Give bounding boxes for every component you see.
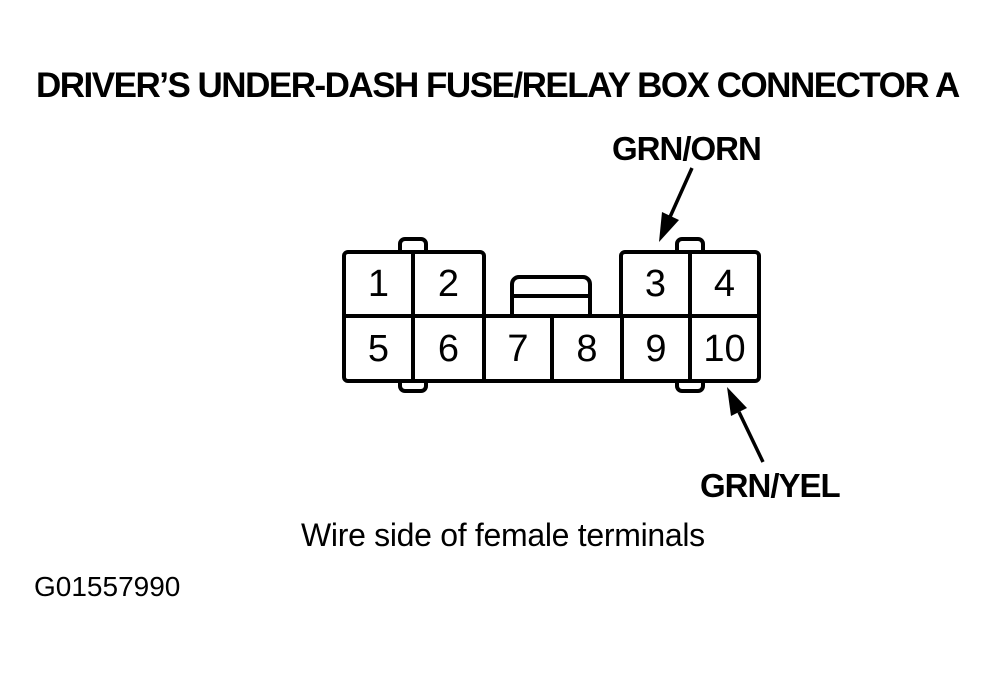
terminal-cell-4: 4 — [688, 250, 761, 318]
terminal-cell-8: 8 — [550, 314, 624, 383]
terminal-cell-6: 6 — [411, 314, 486, 383]
terminal-cell-1: 1 — [342, 250, 415, 318]
terminal-cell-10: 10 — [688, 314, 761, 383]
wire-label-grn-orn: GRN/ORN — [612, 130, 762, 167]
connector-latch-divider — [512, 294, 590, 298]
terminal-cell-5: 5 — [342, 314, 415, 383]
figure-id: G01557990 — [34, 571, 181, 602]
caption: Wire side of female terminals — [301, 517, 705, 553]
terminal-cell-7: 7 — [482, 314, 554, 383]
terminal-cell-3: 3 — [619, 250, 692, 318]
wire-label-grn-yel: GRN/YEL — [700, 467, 841, 504]
diagram-title: DRIVER’S UNDER-DASH FUSE/RELAY BOX CONNE… — [36, 66, 960, 105]
terminal-cell-2: 2 — [411, 250, 486, 318]
terminal-cell-9: 9 — [620, 314, 692, 383]
